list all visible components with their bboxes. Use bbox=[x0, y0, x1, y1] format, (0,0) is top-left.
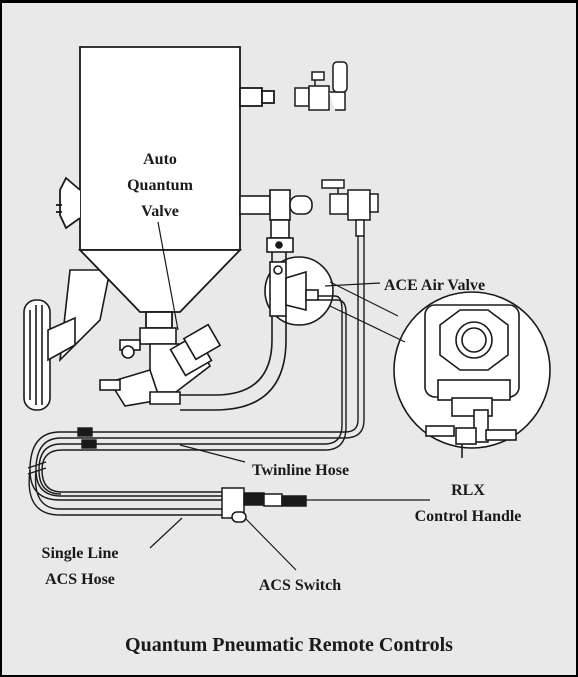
cart-wheel bbox=[23, 269, 111, 411]
label-twinline-hose: Twinline Hose bbox=[252, 462, 349, 479]
ace-valve-detail bbox=[393, 291, 551, 458]
inset-connector-bottom bbox=[329, 305, 406, 343]
label-auto: Auto bbox=[143, 151, 177, 168]
label-single-line: Single Line bbox=[42, 545, 119, 562]
pipe-ace-feed bbox=[180, 252, 287, 411]
inlet-fitting bbox=[294, 61, 348, 111]
diagram-title: Quantum Pneumatic Remote Controls bbox=[125, 634, 453, 656]
label-rlx: RLX bbox=[451, 482, 485, 499]
leader-lines bbox=[149, 221, 430, 571]
blast-tank bbox=[56, 46, 275, 329]
label-acs-switch: ACS Switch bbox=[259, 577, 341, 594]
label-quantum: Quantum bbox=[127, 177, 193, 194]
ace-air-valve bbox=[264, 256, 334, 326]
rlx-control-handle bbox=[221, 487, 307, 523]
twinline-hose bbox=[27, 295, 347, 501]
tank-tee bbox=[239, 189, 313, 253]
exhaust-fitting bbox=[321, 179, 379, 237]
label-acs-hose: ACS Hose bbox=[45, 571, 115, 588]
inset-connector-top bbox=[329, 281, 399, 317]
auto-quantum-valve bbox=[99, 323, 222, 407]
label-control-handle: Control Handle bbox=[415, 508, 522, 525]
label-valve: Valve bbox=[141, 203, 179, 220]
label-ace-air-valve: ACE Air Valve bbox=[384, 277, 485, 294]
single-line-acs-hose bbox=[28, 469, 225, 516]
